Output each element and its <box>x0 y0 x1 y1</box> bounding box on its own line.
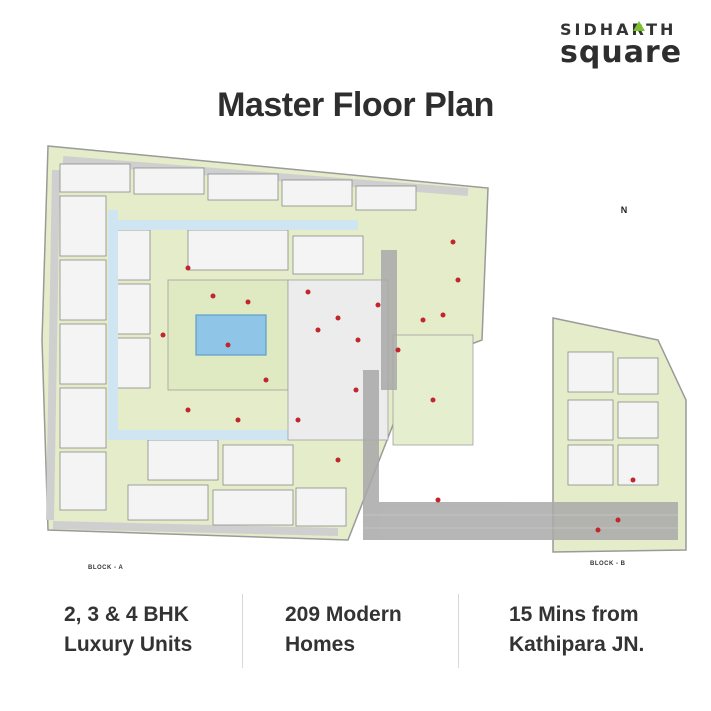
amenity-markers <box>160 239 636 533</box>
stat-location: 15 Mins from Kathipara JN. <box>509 600 644 660</box>
stat-homes-count-line1: 209 Modern <box>285 603 402 626</box>
block-b-label: BLOCK - B <box>590 561 626 567</box>
stat-unit-types-line1: 2, 3 & 4 BHK <box>64 603 189 626</box>
stat-divider <box>458 594 459 668</box>
paved-strips <box>363 250 678 540</box>
stat-homes-count: 209 Modern Homes <box>285 600 402 660</box>
north-label: N <box>620 205 628 215</box>
north-indicator: N <box>613 205 635 227</box>
stat-location-line2: Kathipara JN. <box>509 633 645 656</box>
swimming-pool <box>195 314 267 356</box>
logo-bottom-text: square <box>560 35 683 70</box>
master-floor-plan <box>41 145 687 553</box>
key-stats: 2, 3 & 4 BHK Luxury Units 209 Modern Hom… <box>0 594 711 670</box>
lawn <box>392 334 474 446</box>
stat-location-line1: 15 Mins from <box>509 603 639 626</box>
stat-divider <box>242 594 243 668</box>
block-b-units <box>567 351 659 486</box>
stat-unit-types-line2: Luxury Units <box>64 633 193 656</box>
page-title: Master Floor Plan <box>217 86 494 124</box>
logo-top-text: SIDHARTH <box>560 20 677 39</box>
stat-unit-types: 2, 3 & 4 BHK Luxury Units <box>64 600 192 660</box>
stat-homes-count-line2: Homes <box>285 633 356 656</box>
corridors <box>108 210 358 440</box>
logo-accent-triangle <box>633 21 645 31</box>
block-a-label: BLOCK - A <box>88 565 124 571</box>
brand-logo: SIDHARTH square <box>560 20 700 70</box>
